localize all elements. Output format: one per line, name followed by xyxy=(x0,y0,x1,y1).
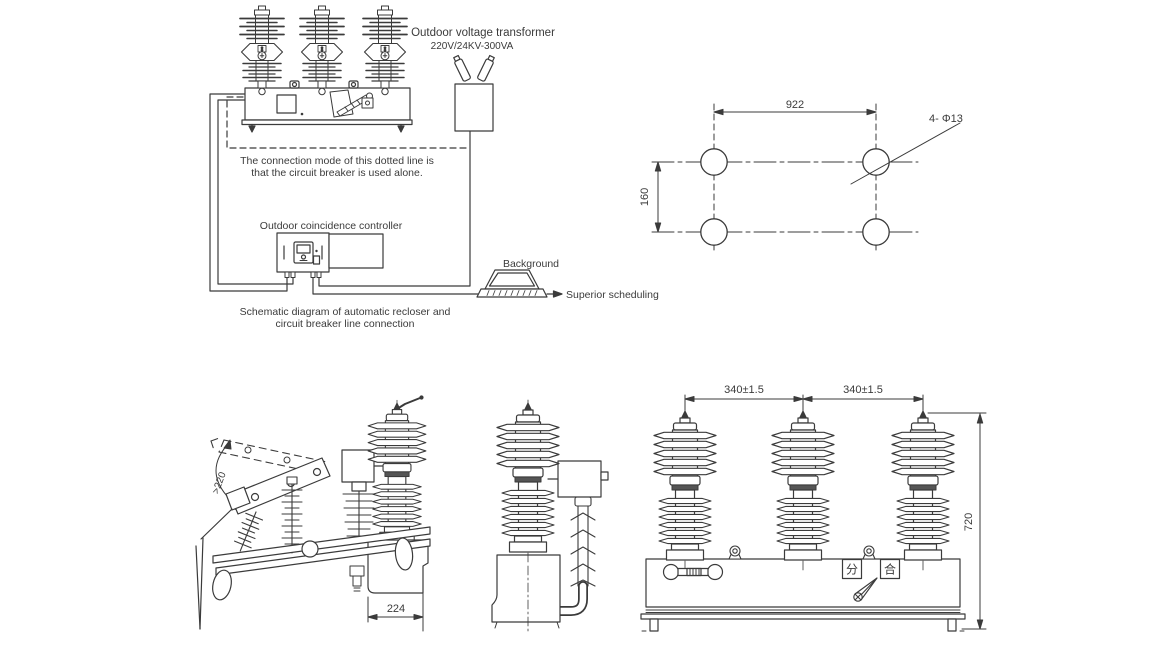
mounting-hole xyxy=(700,148,728,176)
bushing-insulator xyxy=(239,5,285,96)
base-frame xyxy=(212,526,431,601)
dim-340-right-label: 340±1.5 xyxy=(843,384,883,396)
side-bracket xyxy=(349,565,365,592)
lifting-lug xyxy=(728,545,742,560)
transformer-rating: 220V/24KV-300VA xyxy=(431,41,514,52)
holes-label: 4- Φ13 xyxy=(929,113,963,125)
circuit-breaker-drawing xyxy=(239,5,413,133)
insulator-stack xyxy=(891,407,955,571)
lifting-lug xyxy=(289,80,300,89)
dim-224-label: 224 xyxy=(387,603,405,615)
dimension-922 xyxy=(713,108,877,116)
pole-view-drawing xyxy=(491,399,609,634)
dim-340-left-label: 340±1.5 xyxy=(724,384,764,396)
close-label: 合 xyxy=(884,562,896,577)
angle-label: >220 xyxy=(211,470,229,495)
scheduling-arrow xyxy=(546,290,563,298)
surge-arrester xyxy=(550,496,596,618)
open-label-box xyxy=(841,558,863,580)
controller-label: Outdoor coincidence controller xyxy=(260,220,403,232)
dimension-160 xyxy=(654,161,662,233)
operating-mechanism xyxy=(329,89,374,118)
disconnect-arm xyxy=(225,457,331,515)
small-insulator-vertical xyxy=(281,476,303,554)
mounting-hole-pattern xyxy=(651,103,961,253)
dimension-340 xyxy=(684,394,924,411)
dim-160-label: 160 xyxy=(639,188,651,206)
small-insulator-tilted xyxy=(233,511,264,552)
dimension-224 xyxy=(367,571,424,632)
insulator-stack xyxy=(496,399,560,563)
tank xyxy=(491,554,561,623)
close-label-box xyxy=(879,558,901,580)
voltage-transformer-drawing xyxy=(453,54,495,132)
laptop-icon xyxy=(476,269,548,298)
bushing-insulator xyxy=(299,5,345,96)
position-pointer xyxy=(853,577,878,602)
insulator-stack xyxy=(771,407,835,571)
background-label: Background xyxy=(503,258,559,270)
transformer-label: Outdoor voltage transformer xyxy=(411,27,555,39)
connector-box xyxy=(557,460,602,498)
dim-922-label: 922 xyxy=(786,99,804,111)
dotted-note-line1: The connection mode of this dotted line … xyxy=(240,155,434,167)
tank xyxy=(640,558,966,632)
connector-box xyxy=(341,449,375,483)
manual-handle xyxy=(662,563,724,581)
lifting-lug xyxy=(862,545,876,560)
nameplate xyxy=(276,94,297,114)
caption-line2: circuit breaker line connection xyxy=(276,318,415,330)
dimension-720 xyxy=(927,412,987,630)
dotted-connection-line xyxy=(226,96,469,149)
scheduling-label: Superior scheduling xyxy=(566,289,659,301)
mounting-hole xyxy=(700,218,728,246)
front-view-drawing xyxy=(640,394,987,632)
caption-line1: Schematic diagram of automatic recloser … xyxy=(240,306,451,318)
dotted-note-line2: that the circuit breaker is used alone. xyxy=(251,167,423,179)
lifting-lug xyxy=(348,80,359,89)
holes-leader-line xyxy=(850,122,961,185)
top-terminal-wire xyxy=(396,395,424,410)
open-label: 分 xyxy=(846,563,858,577)
side-view-drawing xyxy=(195,395,431,632)
controller-drawing xyxy=(276,232,384,278)
mounting-hole xyxy=(862,148,890,176)
bushing-insulator xyxy=(362,5,408,96)
control-cables xyxy=(209,93,479,295)
dim-720-label: 720 xyxy=(963,513,975,531)
schematic-view xyxy=(209,5,563,298)
insulator-stack xyxy=(653,407,717,571)
support-insulator xyxy=(342,490,376,541)
mounting-hole xyxy=(862,218,890,246)
